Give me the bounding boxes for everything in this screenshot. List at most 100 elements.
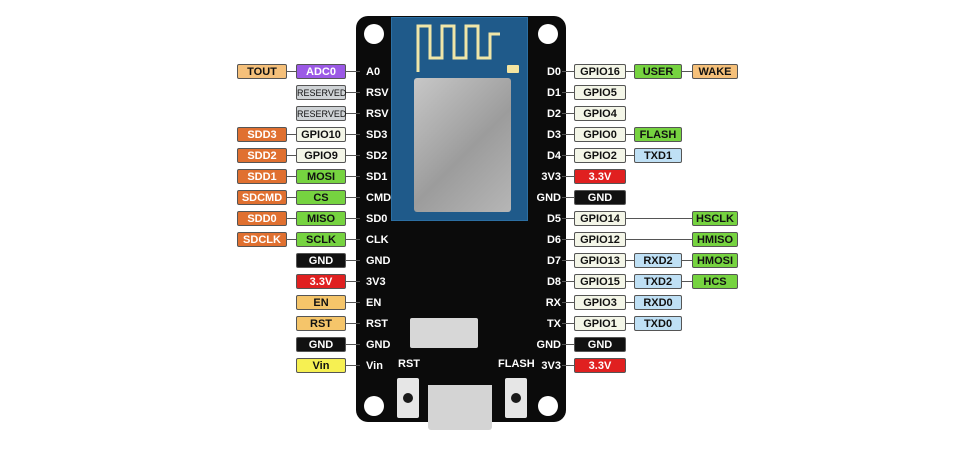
pin-tag: GPIO5 bbox=[574, 85, 626, 100]
left-pin-row: RST RST bbox=[0, 316, 960, 332]
pin-label: SD3 bbox=[366, 129, 388, 141]
pin-tag: HMOSI bbox=[692, 253, 738, 268]
tag-connector bbox=[626, 218, 692, 219]
tag-connector bbox=[626, 155, 634, 156]
pin-label: Vin bbox=[366, 360, 383, 372]
pin-tag: Vin bbox=[296, 358, 346, 373]
tag-connector bbox=[287, 239, 296, 240]
pin-tag: GPIO15 bbox=[574, 274, 626, 289]
pin-tag: SCLK bbox=[296, 232, 346, 247]
pin-tag: GPIO4 bbox=[574, 106, 626, 121]
tag-connector bbox=[626, 323, 634, 324]
pin-connector bbox=[346, 218, 360, 219]
pin-connector bbox=[346, 113, 360, 114]
pin-connector bbox=[562, 323, 574, 324]
pin-connector bbox=[562, 260, 574, 261]
pin-connector bbox=[346, 281, 360, 282]
pin-tag: MISO bbox=[296, 211, 346, 226]
mounting-hole-top-right bbox=[538, 24, 558, 44]
pin-tag: RST bbox=[296, 316, 346, 331]
pin-connector bbox=[346, 260, 360, 261]
pin-label: D5 bbox=[546, 213, 561, 225]
tag-connector bbox=[682, 281, 692, 282]
pin-tag: SDD1 bbox=[237, 169, 287, 184]
pin-connector bbox=[346, 239, 360, 240]
pin-connector bbox=[346, 365, 360, 366]
pin-label: D1 bbox=[546, 87, 561, 99]
pin-tag: GPIO3 bbox=[574, 295, 626, 310]
pin-tag: RXD0 bbox=[634, 295, 682, 310]
pin-label: D7 bbox=[546, 255, 561, 267]
pin-label: TX bbox=[546, 318, 561, 330]
voltage-regulator bbox=[410, 318, 478, 348]
pin-connector bbox=[562, 344, 574, 345]
pin-label: RSV bbox=[366, 87, 389, 99]
pin-label: 3V3 bbox=[541, 360, 561, 372]
tag-connector bbox=[287, 71, 296, 72]
pin-tag: GPIO10 bbox=[296, 127, 346, 142]
pin-label: GND bbox=[536, 192, 561, 204]
pin-connector bbox=[562, 365, 574, 366]
pin-label: SD0 bbox=[366, 213, 388, 225]
pin-tag: EN bbox=[296, 295, 346, 310]
mounting-hole-bottom-right bbox=[538, 396, 558, 416]
right-pin-row: D1 GPIO5 bbox=[0, 85, 960, 101]
right-pin-row: GND GND bbox=[0, 190, 960, 206]
pin-label: RX bbox=[545, 297, 561, 309]
pin-tag: HSCLK bbox=[692, 211, 738, 226]
tag-connector bbox=[682, 71, 692, 72]
pin-tag: GND bbox=[574, 190, 626, 205]
pin-tag: SDD3 bbox=[237, 127, 287, 142]
pin-label: EN bbox=[366, 297, 382, 309]
pin-label: SD1 bbox=[366, 171, 388, 183]
pin-label: CLK bbox=[366, 234, 389, 246]
right-pin-row: D7 GPIO13 RXD2 HMOSI bbox=[0, 253, 960, 269]
left-pin-row: EN EN bbox=[0, 295, 960, 311]
pin-tag: GPIO9 bbox=[296, 148, 346, 163]
tag-connector bbox=[626, 71, 634, 72]
pin-connector bbox=[562, 302, 574, 303]
left-pin-row: SD3 SDD3 GPIO10 bbox=[0, 127, 960, 143]
right-pin-row: RX GPIO3 RXD0 bbox=[0, 295, 960, 311]
pin-connector bbox=[562, 134, 574, 135]
pin-label: GND bbox=[366, 255, 391, 267]
pin-tag: RXD2 bbox=[634, 253, 682, 268]
tag-connector bbox=[287, 176, 296, 177]
pin-connector bbox=[562, 218, 574, 219]
tag-connector bbox=[626, 281, 634, 282]
usb-connector bbox=[428, 385, 492, 430]
pin-tag: SDD2 bbox=[237, 148, 287, 163]
pin-tag: USER bbox=[634, 64, 682, 79]
pin-tag: GPIO0 bbox=[574, 127, 626, 142]
mounting-hole-top-left bbox=[364, 24, 384, 44]
pin-connector bbox=[346, 71, 360, 72]
pin-tag: FLASH bbox=[634, 127, 682, 142]
pin-tag: TXD2 bbox=[634, 274, 682, 289]
pin-tag: TXD0 bbox=[634, 316, 682, 331]
pin-tag: GPIO13 bbox=[574, 253, 626, 268]
pin-tag: 3.3V bbox=[574, 169, 626, 184]
tag-connector bbox=[626, 239, 692, 240]
right-pin-row: 3V3 3.3V bbox=[0, 169, 960, 185]
pin-connector bbox=[346, 176, 360, 177]
pin-label: RST bbox=[366, 318, 388, 330]
rst-button bbox=[397, 378, 419, 418]
pin-tag: SDD0 bbox=[237, 211, 287, 226]
pin-label: D2 bbox=[546, 108, 561, 120]
pin-label: 3V3 bbox=[541, 171, 561, 183]
pin-tag: WAKE bbox=[692, 64, 738, 79]
rst-button-label: RST bbox=[398, 358, 420, 370]
pin-connector bbox=[346, 302, 360, 303]
pin-label: D0 bbox=[546, 66, 561, 78]
